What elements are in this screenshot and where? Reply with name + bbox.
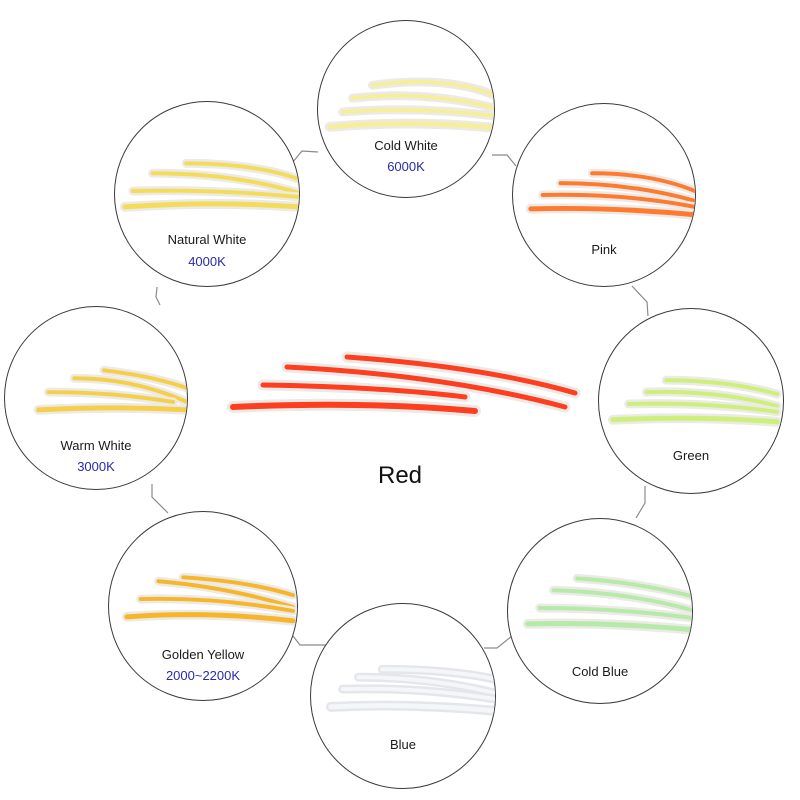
led-strip-image: [325, 664, 495, 716]
variant-golden-yellow: Golden Yellow 2000~2200K: [108, 511, 298, 701]
variant-name: Green: [672, 448, 710, 463]
variant-name: Natural White: [167, 232, 247, 247]
variant-natural-white: Natural White 4000K: [114, 101, 300, 287]
variant-name: Cold White: [374, 138, 438, 153]
red-led-strip-image: [227, 351, 581, 417]
variant-temperature: 6000K: [387, 159, 425, 174]
led-strip-image: [522, 573, 692, 635]
led-strip-image: [324, 77, 494, 133]
led-strip-image: [607, 375, 783, 427]
variant-name: Warm White: [60, 438, 132, 453]
center-variant-name: Red: [377, 462, 423, 489]
led-strip-image: [33, 365, 187, 415]
variant-temperature: 3000K: [77, 459, 115, 474]
variant-pink: Pink: [512, 103, 696, 287]
led-strip-image: [121, 572, 297, 626]
variant-green: Green: [598, 308, 784, 494]
variant-warm-white: Warm White 3000K: [4, 306, 188, 490]
variant-name: Golden Yellow: [161, 647, 245, 662]
variant-temperature: 4000K: [188, 254, 226, 269]
variant-temperature: 2000~2200K: [165, 668, 241, 683]
led-strip-image: [525, 168, 695, 220]
variant-cold-blue: Cold Blue: [507, 518, 693, 704]
led-strip-image: [119, 158, 299, 212]
variant-name: Pink: [591, 242, 617, 257]
variant-name: Blue: [389, 737, 417, 752]
variant-name: Cold Blue: [571, 664, 629, 679]
variant-cold-white: Cold White 6000K: [317, 20, 495, 198]
variant-blue: Blue: [310, 603, 496, 789]
